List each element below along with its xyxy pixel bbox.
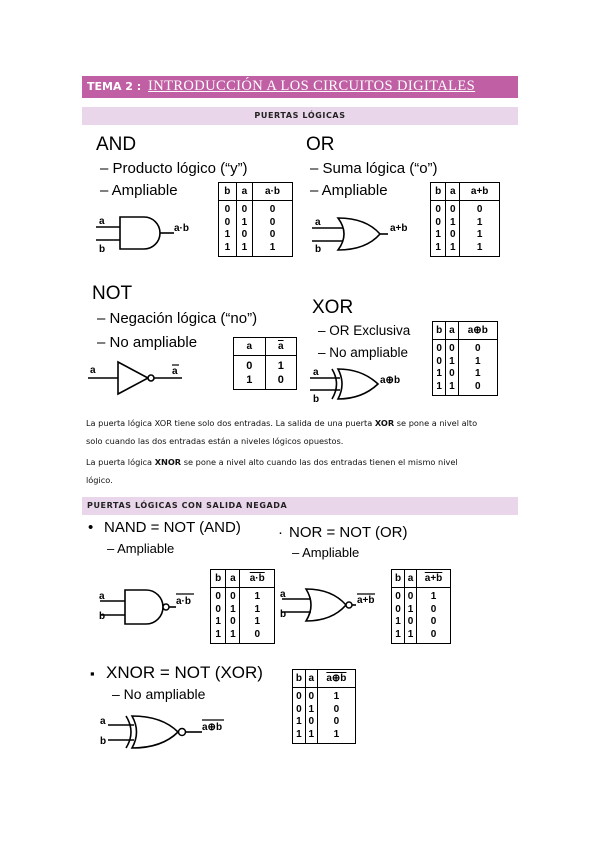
and-title: AND xyxy=(96,134,137,155)
xnor-bullet: ▪ xyxy=(90,666,95,681)
or-desc: – Suma lógica (“o”) xyxy=(310,160,438,177)
xnor-input-a: a xyxy=(100,716,106,727)
nor-title: NOR = NOT (OR) xyxy=(289,524,408,541)
nand-title: NAND = NOT (AND) xyxy=(104,519,241,536)
xnor-gate-symbol: a b a⊕b xyxy=(100,715,224,749)
nor-output-label: a+b xyxy=(357,595,375,606)
section-header-logic-gates: PUERTAS LÓGICAS xyxy=(82,107,518,125)
title-bar: TEMA 2 : INTRODUCCIÓN A LOS CIRCUITOS DI… xyxy=(82,76,518,98)
nand-bullet: • xyxy=(88,519,94,536)
xor-output-label: a⊕b xyxy=(380,375,400,386)
xor-input-b: b xyxy=(313,394,319,405)
not-expandable: – No ampliable xyxy=(97,334,198,351)
xor-explanation: La puerta lógica XOR tiene solo dos entr… xyxy=(86,418,478,446)
and-gate-symbol: a b a·b xyxy=(96,216,189,254)
xnor-output-label: a⊕b xyxy=(202,722,222,733)
nand-gate-symbol: a b a·b xyxy=(99,589,194,625)
or-expandable: – Ampliable xyxy=(310,182,388,199)
not-desc: – Negación lógica (“no”) xyxy=(97,310,258,327)
xnor-title: XNOR = NOT (XOR) xyxy=(106,663,263,682)
nand-expandable: – Ampliable xyxy=(107,541,175,556)
or-title: OR xyxy=(306,134,335,155)
or-output-label: a+b xyxy=(390,223,408,234)
nand-output-label: a·b xyxy=(176,596,191,607)
xor-title: XOR xyxy=(312,297,354,318)
or-input-a: a xyxy=(315,217,321,228)
not-gate-symbol: a a xyxy=(88,360,182,396)
xor-expandable: – No ampliable xyxy=(318,345,409,360)
not-input-a: a xyxy=(90,365,96,376)
page-title: INTRODUCCIÓN A LOS CIRCUITOS DIGITALES xyxy=(148,78,476,94)
not-output-label: a xyxy=(172,366,178,377)
xor-gate-symbol: a b a⊕b xyxy=(310,367,400,405)
not-title: NOT xyxy=(92,283,133,304)
section-header-negated-gates: PUERTAS LÓGICAS CON SALIDA NEGADA xyxy=(82,497,518,515)
xnor-expandable: – No ampliable xyxy=(112,686,206,702)
nor-input-a: a xyxy=(280,589,286,600)
nand-input-b: b xyxy=(99,611,105,622)
and-input-b: b xyxy=(99,244,105,254)
or-input-b: b xyxy=(315,244,321,255)
xor-desc: – OR Exclusiva xyxy=(318,323,411,338)
xnor-explanation: La puerta lógica XNOR se pone a nivel al… xyxy=(86,457,458,485)
section-label: PUERTAS LÓGICAS CON SALIDA NEGADA xyxy=(87,501,288,510)
nor-expandable: – Ampliable xyxy=(292,545,360,560)
and-input-a: a xyxy=(99,216,105,227)
and-desc: – Producto lógico (“y”) xyxy=(100,160,248,177)
nand-input-a: a xyxy=(99,591,105,602)
xor-input-a: a xyxy=(313,367,319,378)
and-expandable: – Ampliable xyxy=(100,182,178,199)
nor-bullet: · xyxy=(278,524,283,541)
nor-gate-symbol: a b a+b xyxy=(280,588,375,622)
xnor-input-b: b xyxy=(100,736,106,747)
section-label: PUERTAS LÓGICAS xyxy=(254,111,346,120)
and-output-label: a·b xyxy=(174,223,189,234)
or-gate-symbol: a b a+b xyxy=(312,217,408,255)
nor-input-b: b xyxy=(280,609,286,620)
topic-number: TEMA 2 : xyxy=(87,80,142,93)
